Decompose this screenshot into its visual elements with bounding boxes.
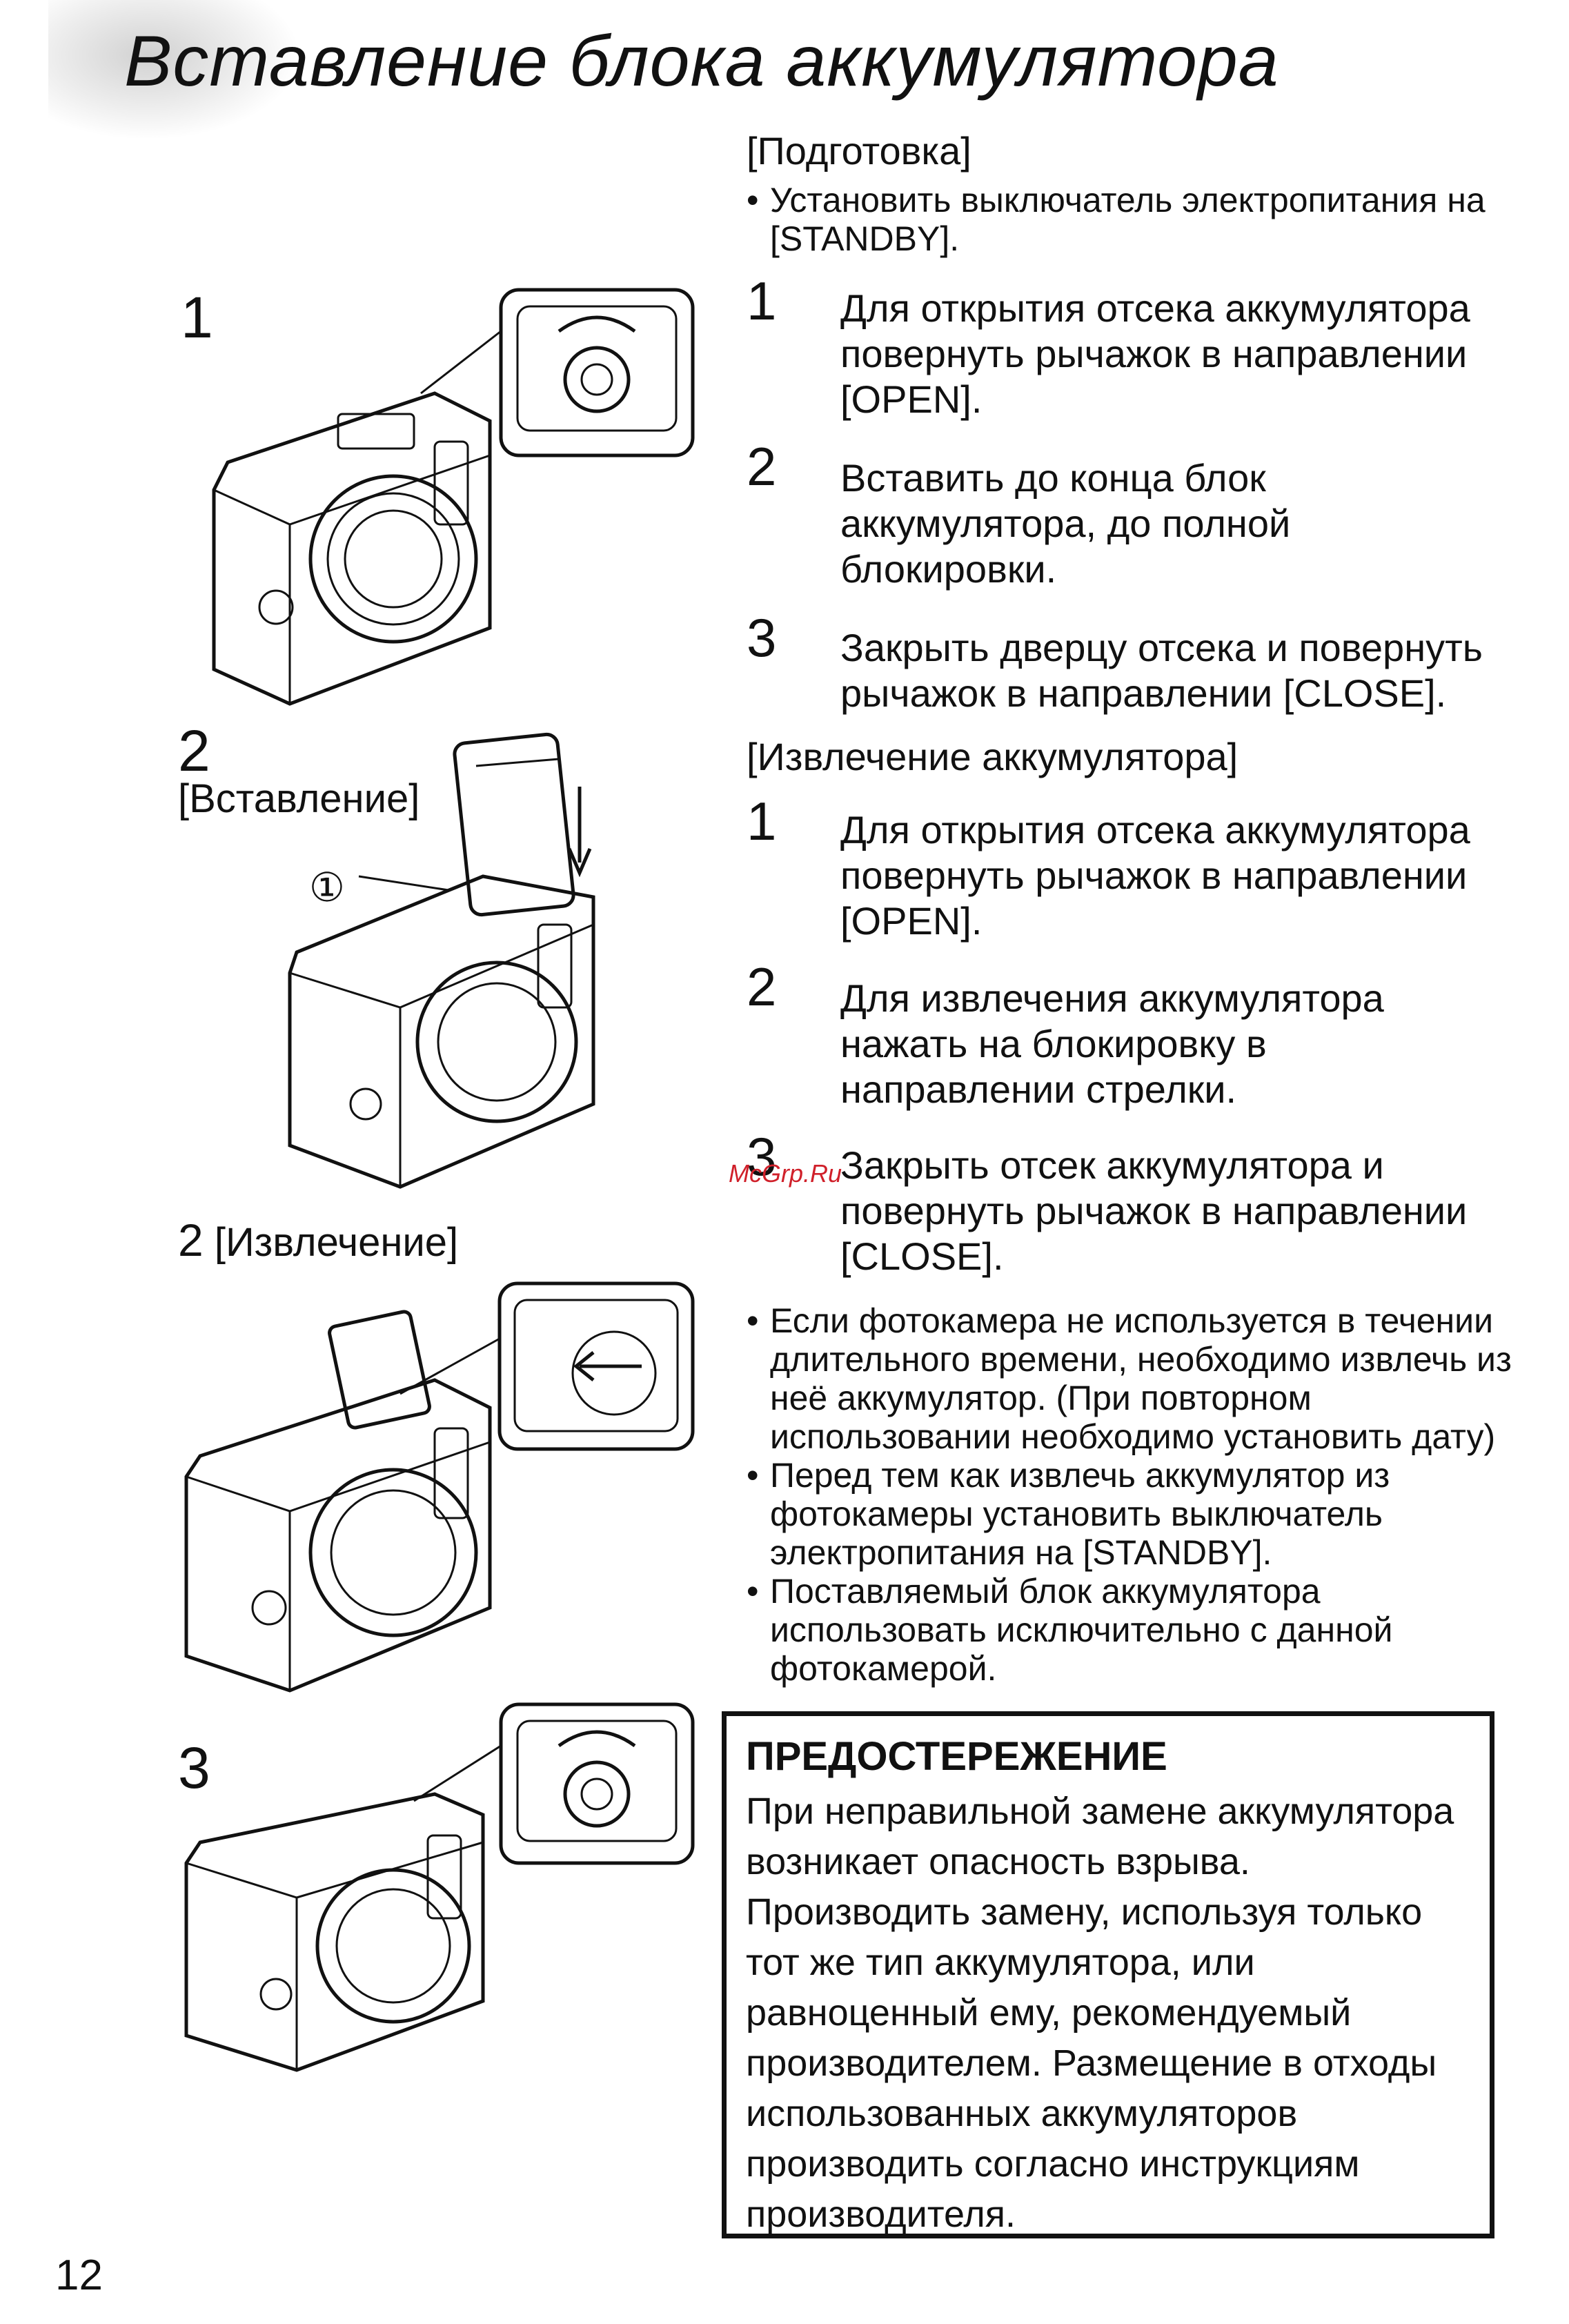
insert-step-1-number: 1: [747, 270, 777, 331]
watermark: McGrp.Ru: [729, 1159, 842, 1188]
removal-step-2-text: Для извлечения аккумулятора нажать на бл…: [840, 976, 1384, 1111]
insert-step-2-number: 2: [747, 436, 777, 497]
figure-2-battery-insert: [288, 732, 595, 1189]
removal-step-3-number: 3: [747, 1126, 777, 1187]
figure-3-battery-remove: [184, 1281, 695, 1693]
removal-heading: [Извлечение аккумулятора]: [747, 735, 1239, 778]
insert-step-3-number: 3: [747, 607, 777, 668]
figure-2-number: 2: [178, 718, 210, 783]
removal-step-2-number: 2: [747, 956, 777, 1017]
warning-box: ПРЕДОСТЕРЕЖЕНИЕ При неправильной замене …: [722, 1711, 1494, 2238]
note-item: Поставляемый блок аккумулятора использов…: [747, 1572, 1533, 1688]
figure-4-number: 3: [178, 1735, 210, 1800]
insert-step-3-text: Закрыть дверцу отсека и повернуть рычажо…: [840, 626, 1483, 715]
figure-1-camera-open-lever: [212, 288, 695, 706]
title-smudge: [48, 0, 297, 138]
removal-step-1-text: Для открытия отсека аккумулятора поверну…: [840, 808, 1470, 943]
warning-title: ПРЕДОСТЕРЕЖЕНИЕ: [746, 1734, 1167, 1779]
notes-list: Если фотокамера не используется в течени…: [747, 1301, 1533, 1688]
page-number: 12: [55, 2252, 103, 2299]
preparation-list: Установить выключатель электропитания на…: [747, 181, 1519, 258]
figure-3-label: [Извлечение]: [214, 1220, 459, 1265]
insert-step-2-text: Вставить до конца блок аккумулятора, до …: [840, 456, 1291, 591]
figure-1-number: 1: [181, 285, 213, 350]
figure-3-label-wrap: 2 [Извлечение]: [178, 1217, 459, 1265]
note-item: Перед тем как извлечь аккумулятор из фот…: [747, 1456, 1533, 1572]
figure-4-camera-close-lever: [184, 1702, 695, 2072]
page-title: Вставление блока аккумулятора: [124, 21, 1279, 101]
warning-body: При неправильной замене аккумулятора воз…: [746, 1791, 1454, 2235]
figure-2-label: [Вставление]: [178, 776, 420, 821]
note-item: Если фотокамера не используется в течени…: [747, 1301, 1533, 1456]
removal-step-1-number: 1: [747, 791, 777, 851]
figure-2-callout: ①: [309, 865, 345, 910]
removal-step-3-text: Закрыть отсек аккумулятора и повернуть р…: [840, 1143, 1468, 1278]
preparation-heading: [Подготовка]: [747, 129, 971, 173]
insert-step-1-text: Для открытия отсека аккумулятора поверну…: [840, 286, 1470, 421]
preparation-bullet: Установить выключатель электропитания на…: [747, 181, 1519, 258]
figure-3-number: 2: [178, 1214, 204, 1266]
